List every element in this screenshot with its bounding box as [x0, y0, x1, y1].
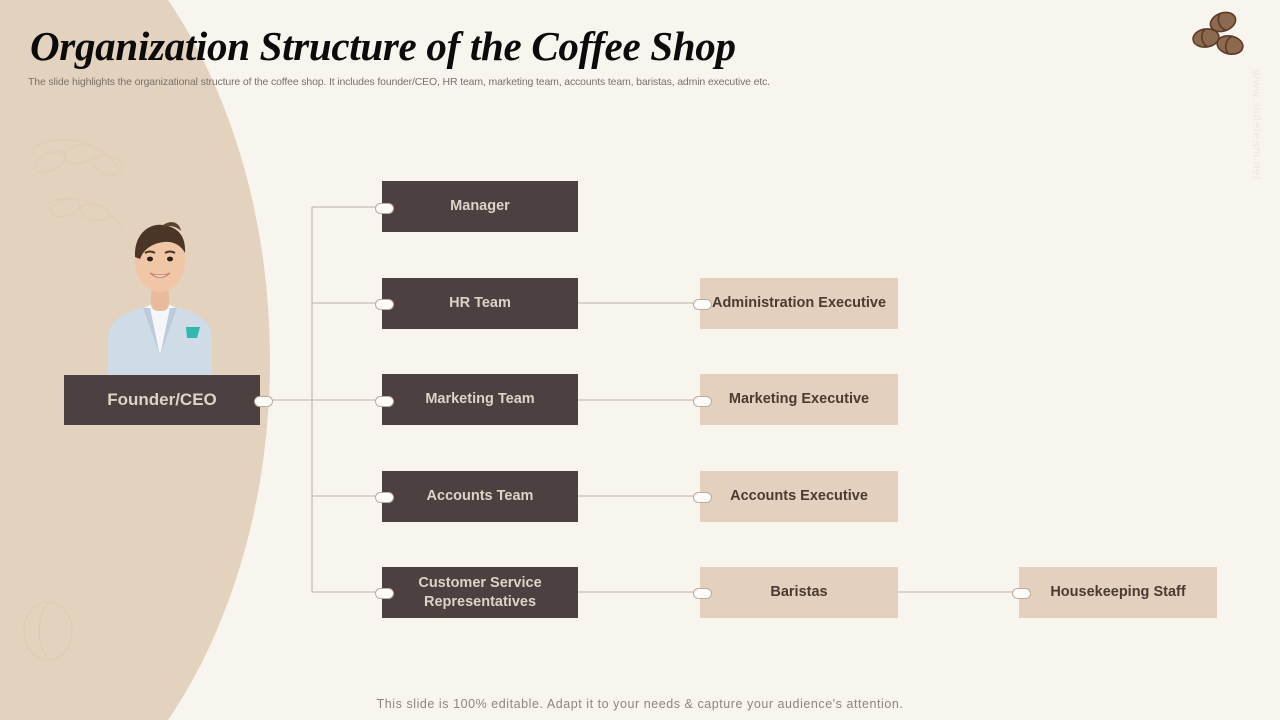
node-marketing-executive[interactable]: Marketing Executive — [700, 374, 898, 425]
connector-nub-accounts-executive — [693, 492, 712, 503]
slide-footer-note: This slide is 100% editable. Adapt it to… — [376, 697, 904, 711]
page-subtitle: The slide highlights the organizational … — [28, 76, 770, 88]
node-label: Marketing Team — [425, 391, 535, 408]
node-baristas[interactable]: Baristas — [700, 567, 898, 618]
node-customer-service-representatives[interactable]: Customer Service Representatives — [382, 567, 578, 618]
connector-nub-hr-team — [375, 299, 394, 310]
connector-nub-manager — [375, 203, 394, 214]
connector-nub-marketing-executive — [693, 396, 712, 407]
node-founder-ceo[interactable]: Founder/CEO — [64, 375, 260, 425]
node-label: Baristas — [770, 584, 828, 601]
node-housekeeping-staff[interactable]: Housekeeping Staff — [1019, 567, 1217, 618]
node-label: Accounts Team — [426, 488, 534, 505]
node-accounts-executive[interactable]: Accounts Executive — [700, 471, 898, 522]
node-administration-executive[interactable]: Administration Executive — [700, 278, 898, 329]
page-title: Organization Structure of the Coffee Sho… — [30, 23, 736, 69]
coffee-beans-logo-icon — [1190, 8, 1252, 63]
node-accounts-team[interactable]: Accounts Team — [382, 471, 578, 522]
connector-nub-marketing-team — [375, 396, 394, 407]
node-label: Manager — [450, 198, 510, 215]
connector-nub-accounts-team — [375, 492, 394, 503]
node-label: Marketing Executive — [728, 391, 870, 408]
node-manager[interactable]: Manager — [382, 181, 578, 232]
node-hr-team[interactable]: HR Team — [382, 278, 578, 329]
node-marketing-team[interactable]: Marketing Team — [382, 374, 578, 425]
node-label: Administration Executive — [711, 295, 887, 312]
connector-nub-baristas — [693, 588, 712, 599]
connector-nub-housekeeping-staff — [1012, 588, 1031, 599]
node-label: HR Team — [449, 295, 511, 312]
founder-photo — [80, 205, 240, 390]
site-watermark: www.slideteam.net — [1250, 70, 1264, 181]
connector-nub-administration-executive — [693, 299, 712, 310]
connector-nub-root — [254, 396, 273, 407]
node-label: Accounts Executive — [730, 488, 868, 505]
node-label: Customer Service Representatives — [418, 575, 542, 610]
node-label: Housekeeping Staff — [1050, 584, 1186, 601]
node-label: Founder/CEO — [107, 390, 217, 410]
connector-nub-customer-service — [375, 588, 394, 599]
